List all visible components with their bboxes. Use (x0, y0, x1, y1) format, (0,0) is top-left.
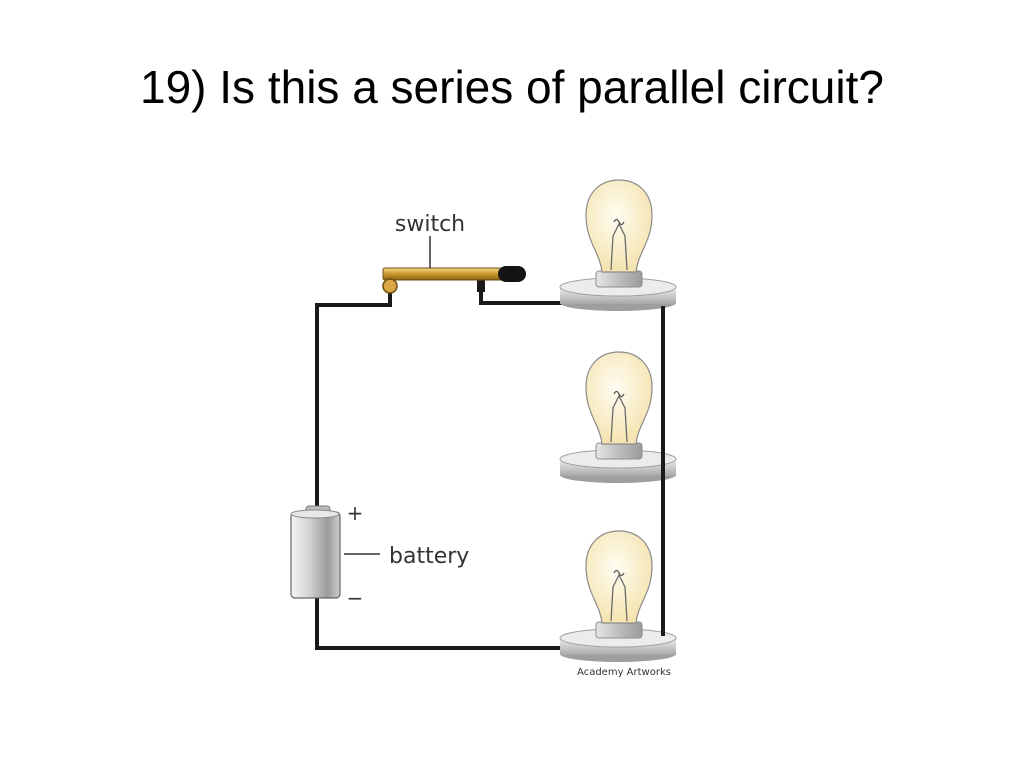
credit-text: Academy Artworks (577, 667, 671, 678)
wire-left-top (315, 289, 593, 650)
battery-label: battery (389, 544, 469, 569)
switch-lever (382, 267, 504, 281)
bulb-1 (559, 179, 677, 311)
switch-label: switch (395, 212, 465, 237)
battery (290, 505, 380, 599)
bulb-2 (559, 351, 677, 483)
switch-pivot (382, 278, 398, 294)
slide-title: 19) Is this a series of parallel circuit… (140, 61, 884, 113)
battery-minus-sign: − (347, 586, 364, 610)
switch-post-right (477, 280, 485, 292)
wire-switch-to-bulb1 (479, 284, 562, 305)
switch (382, 236, 526, 294)
bulb-3 (559, 530, 677, 662)
switch-handle (498, 266, 526, 282)
battery-body (290, 511, 341, 599)
battery-plus-sign: + (347, 501, 364, 525)
